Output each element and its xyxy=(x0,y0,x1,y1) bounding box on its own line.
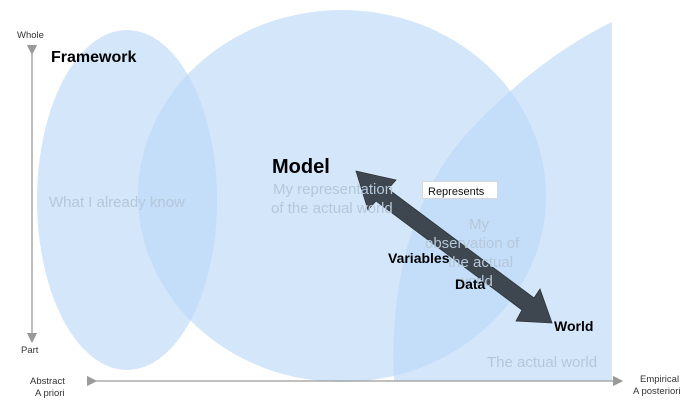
observation-caption-line4: world xyxy=(457,273,493,290)
represents-box: Represents xyxy=(422,181,498,199)
actual-world-caption: The actual world xyxy=(487,354,598,371)
observation-caption-line3: the actual xyxy=(448,254,514,271)
world-heading: World xyxy=(554,318,594,334)
data-label: Data xyxy=(455,276,486,292)
observation-caption-line1: My xyxy=(469,216,489,233)
world-shape xyxy=(393,22,612,381)
already-know-caption: What I already know xyxy=(49,194,185,211)
represents-label: Represents xyxy=(428,186,485,198)
axis-label-whole: Whole xyxy=(17,30,44,41)
axis-label-a-posteriori: A posteriori xyxy=(633,386,681,397)
axis-label-a-priori: A priori xyxy=(35,388,65,399)
axis-label-part: Part xyxy=(21,345,39,356)
variables-label: Variables xyxy=(388,250,450,266)
axis-label-abstract: Abstract xyxy=(30,376,65,387)
axis-label-empirical: Empirical xyxy=(640,374,680,385)
framework-ellipse xyxy=(37,30,217,370)
representation-caption-line2: of the actual world xyxy=(271,200,393,217)
framework-heading: Framework xyxy=(51,49,137,66)
observation-caption-line2: observation of xyxy=(425,235,520,252)
representation-caption-line1: My representation xyxy=(273,181,394,198)
model-heading: Model xyxy=(272,156,330,178)
represents-arrow xyxy=(355,170,553,324)
